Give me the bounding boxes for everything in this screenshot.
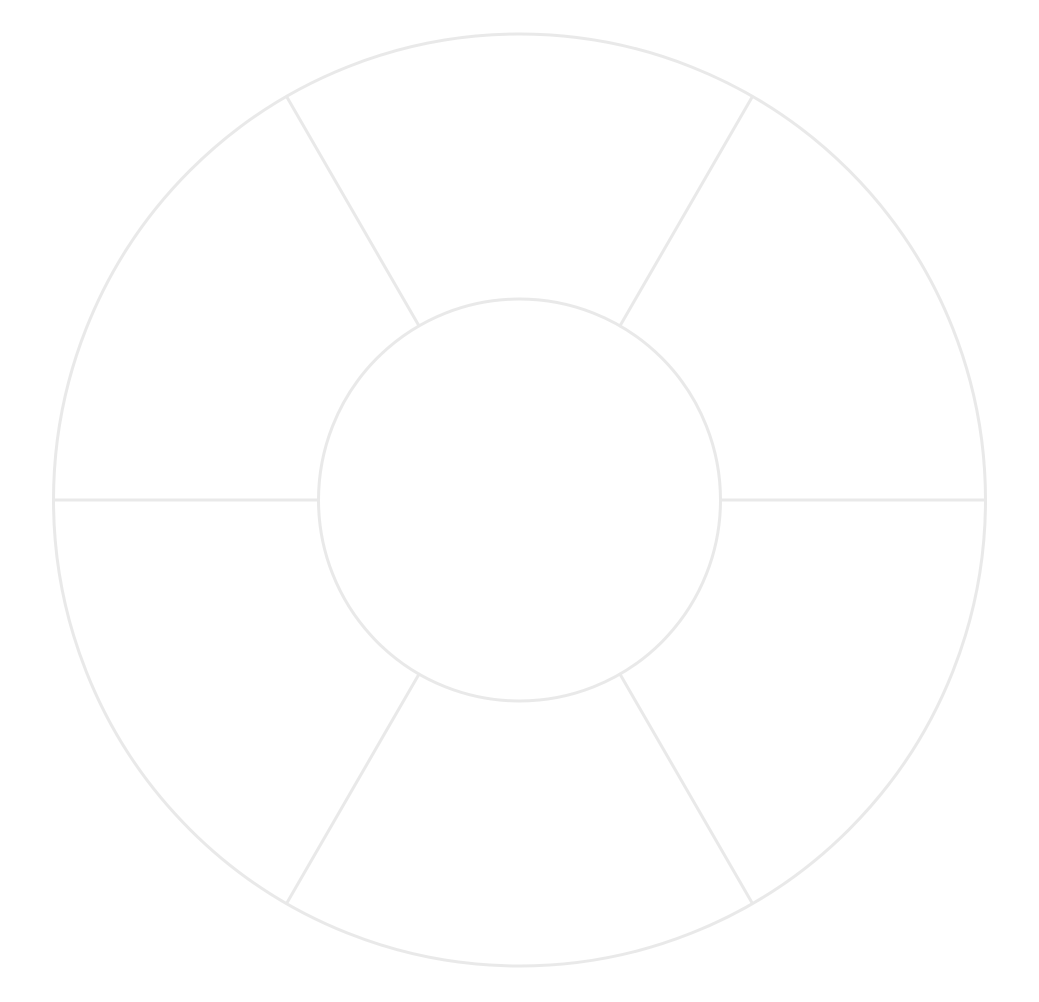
- segment-divider: [618, 94, 754, 328]
- segment-divider: [618, 672, 754, 906]
- segment-dividers: [52, 94, 987, 906]
- segment-divider: [285, 94, 421, 328]
- segment-divider: [285, 672, 421, 906]
